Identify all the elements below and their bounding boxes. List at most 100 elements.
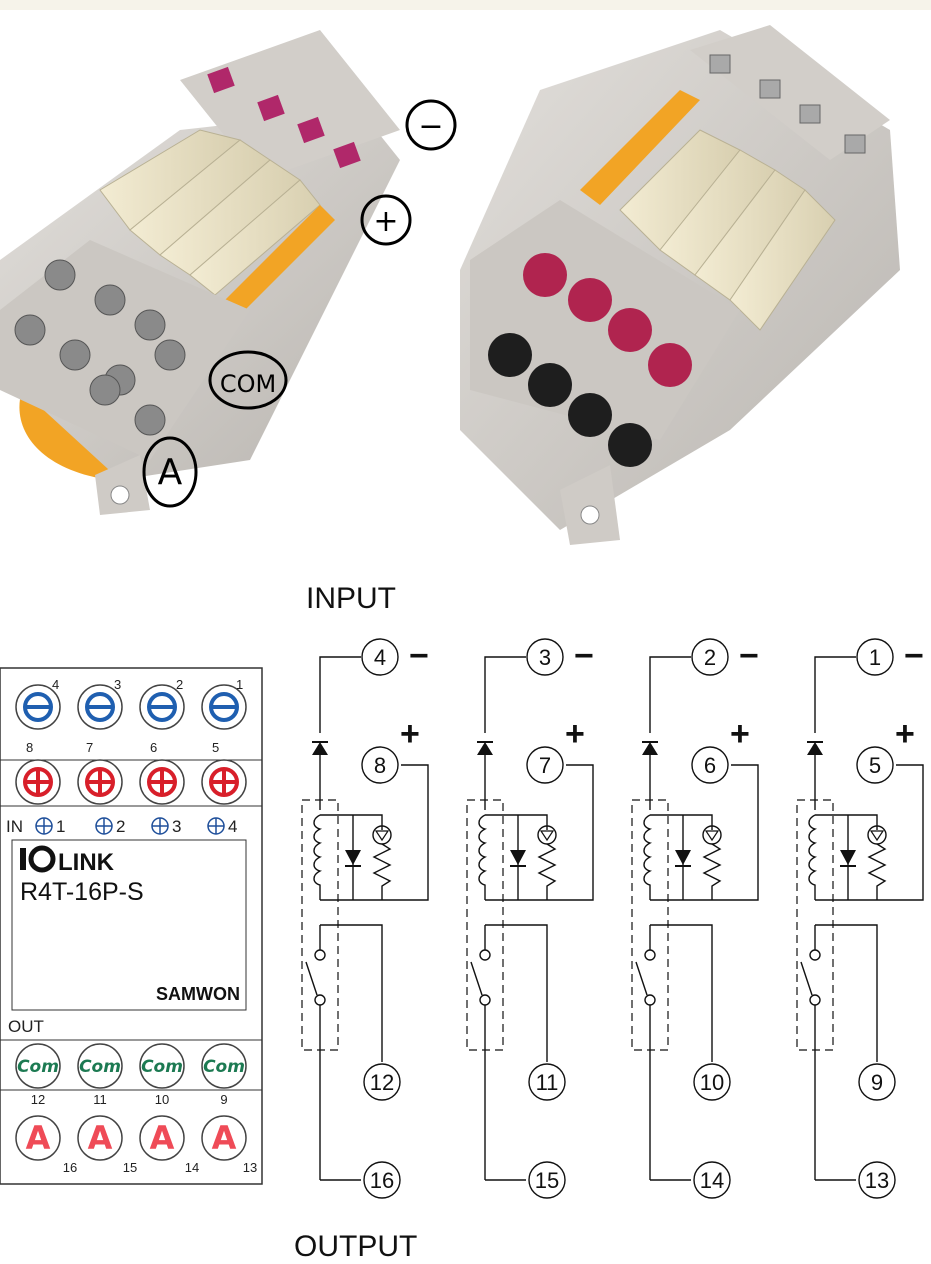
terminal-5-label: 5: [212, 740, 219, 755]
a-annotation-circle: [142, 436, 198, 508]
terminal-9-label: 9: [220, 1092, 227, 1107]
terminal-7-circle: [526, 746, 564, 784]
left-relay-photo: − + COM A: [0, 30, 457, 515]
top-bar: [0, 0, 931, 10]
diode-icon: [642, 742, 658, 755]
maker-name: SAMWON: [156, 984, 240, 1004]
plus-sign: +: [565, 715, 585, 753]
output-label: OUTPUT: [294, 1230, 417, 1263]
terminal-16-circle: [363, 1161, 401, 1199]
terminal-13-label: 13: [243, 1160, 257, 1175]
rear-terminal-block: [690, 25, 890, 160]
terminal-3-circle: [526, 638, 564, 676]
plus-sign: +: [400, 715, 420, 753]
coil-icon: [313, 814, 323, 900]
plus-sign: +: [730, 715, 750, 753]
mount-tab-right: [560, 465, 620, 545]
a-16-handwriting: A: [26, 1119, 51, 1157]
terminal-2-circle: [691, 638, 729, 676]
front-terminal-screws: [14, 259, 186, 436]
minus-annotation-text: −: [418, 109, 443, 144]
terminal-8-circle: [361, 746, 399, 784]
resistor-icon: [702, 843, 722, 900]
plus-annotation-text: +: [373, 204, 398, 239]
terminal-10-label: 10: [155, 1092, 169, 1107]
in-2-label: 2: [116, 817, 125, 836]
terminal-6-label: 6: [150, 740, 157, 755]
terminal-5-number: 5: [869, 753, 881, 778]
flyback-diode-icon: [510, 850, 526, 865]
minus-terminals: [15, 684, 247, 730]
mount-tab: [95, 455, 150, 515]
brand-logo-icon: [20, 845, 56, 873]
coil-icon: [808, 814, 818, 900]
terminal-13-number: 13: [865, 1168, 889, 1193]
terminal-3-number: 3: [539, 645, 551, 670]
terminal-16-number: 16: [370, 1168, 394, 1193]
channel-1: 4 8 12 16 − +: [301, 637, 429, 1199]
minus-sign: −: [409, 637, 429, 675]
rear-terminal-screws: [709, 54, 866, 154]
terminal-3-label: 3: [114, 677, 121, 692]
brand-name: LINK: [58, 849, 115, 876]
terminal-4-label: 4: [52, 677, 59, 692]
terminal-12-number: 12: [370, 1070, 394, 1095]
terminal-8-number: 8: [374, 753, 386, 778]
com-10-handwriting: Com: [141, 1057, 183, 1077]
terminal-13-circle: [858, 1161, 896, 1199]
flyback-diode-icon: [675, 850, 691, 865]
com-annotation-oval: [208, 350, 288, 410]
mount-hole: [110, 485, 130, 505]
flyback-diode-icon: [840, 850, 856, 865]
terminal-16-label: 16: [63, 1160, 77, 1175]
coil-icon: [643, 814, 653, 900]
in-1-label: 1: [56, 817, 65, 836]
top-terminal-screws: [207, 66, 361, 169]
terminal-12-circle: [363, 1063, 401, 1101]
terminal-2-number: 2: [704, 645, 716, 670]
diode-icon: [477, 742, 493, 755]
switch-blade-icon: [470, 961, 483, 996]
com-11-handwriting: Com: [79, 1057, 121, 1077]
terminal-1-number: 1: [869, 645, 881, 670]
terminal-15-number: 15: [535, 1168, 559, 1193]
minus-annotation-circle: [405, 99, 457, 151]
terminal-10-number: 10: [700, 1070, 724, 1095]
terminal-6-number: 6: [704, 753, 716, 778]
terminal-9-circle: [858, 1063, 896, 1101]
a-terminals: [15, 1115, 247, 1161]
terminal-2-label: 2: [176, 677, 183, 692]
plus-annotation-circle: [360, 194, 412, 246]
terminal-6-circle: [691, 746, 729, 784]
terminal-5-circle: [856, 746, 894, 784]
resistor-icon: [537, 843, 557, 900]
com-annotation-text: COM: [220, 370, 276, 398]
com-12-handwriting: Com: [17, 1057, 59, 1077]
flyback-diode-icon: [345, 850, 361, 865]
terminal-11-circle: [528, 1063, 566, 1101]
terminal-7-number: 7: [539, 753, 551, 778]
switch-blade-icon: [800, 961, 813, 996]
out-label: OUT: [8, 1017, 44, 1036]
plus-sign: +: [895, 715, 915, 753]
in-4-label: 4: [228, 817, 237, 836]
front-terminal-block: [0, 240, 250, 460]
terminal-4-number: 4: [374, 645, 386, 670]
switch-blade-icon: [635, 961, 648, 996]
terminal-14-label: 14: [185, 1160, 199, 1175]
minus-sign: −: [904, 637, 924, 675]
a-15-handwriting: A: [88, 1119, 113, 1157]
terminal-11-label: 11: [93, 1092, 107, 1107]
right-relay-photo: [460, 25, 900, 545]
relay-modules-right: [619, 129, 836, 331]
wire-minus: [814, 656, 856, 733]
minus-sign: −: [574, 637, 594, 675]
terminal-1-label: 1: [236, 677, 243, 692]
terminal-1-circle: [856, 638, 894, 676]
coil-icon: [478, 814, 488, 900]
minus-sign: −: [739, 637, 759, 675]
terminal-4-circle: [361, 638, 399, 676]
